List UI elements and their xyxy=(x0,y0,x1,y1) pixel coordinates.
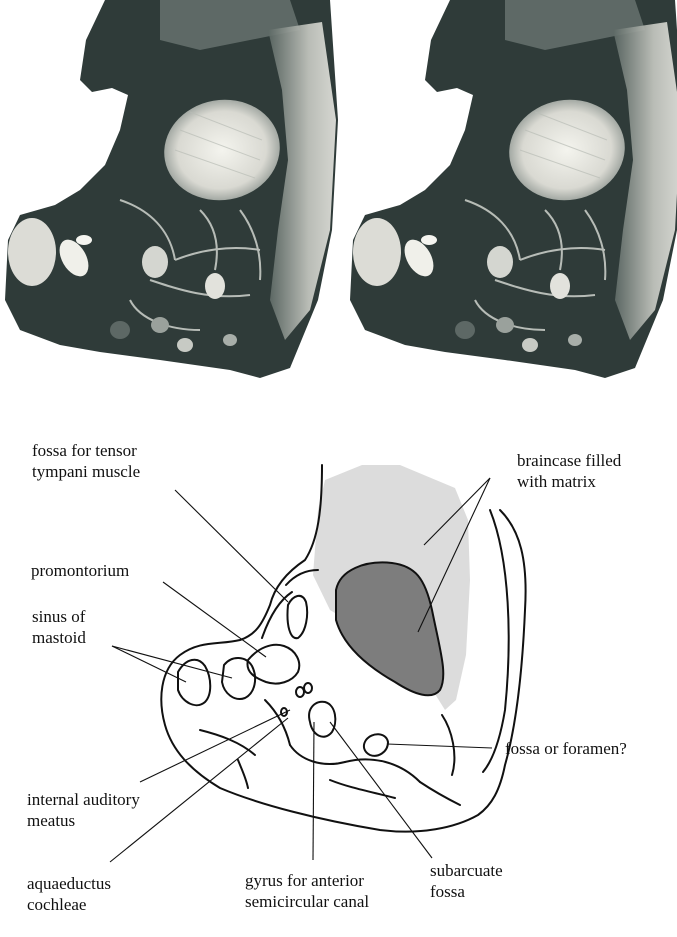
label-fossa-foramen: fossa or foramen? xyxy=(505,738,627,759)
label-subarcuate: subarcuate fossa xyxy=(430,860,503,902)
stereo-photo-pair xyxy=(0,0,677,395)
label-gyrus: gyrus for anterior semicircular canal xyxy=(245,870,369,912)
label-fossa-tensor: fossa for tensor tympani muscle xyxy=(32,440,140,482)
label-internal-meatus: internal auditory meatus xyxy=(27,789,140,831)
label-braincase: braincase filled with matrix xyxy=(517,450,621,492)
label-sinus-mastoid: sinus of mastoid xyxy=(32,606,86,648)
stereo-photo-left xyxy=(5,0,338,378)
label-promontorium: promontorium xyxy=(31,560,129,581)
stereo-photo-right xyxy=(350,0,677,378)
label-aquaeductus: aquaeductus cochleae xyxy=(27,873,111,915)
